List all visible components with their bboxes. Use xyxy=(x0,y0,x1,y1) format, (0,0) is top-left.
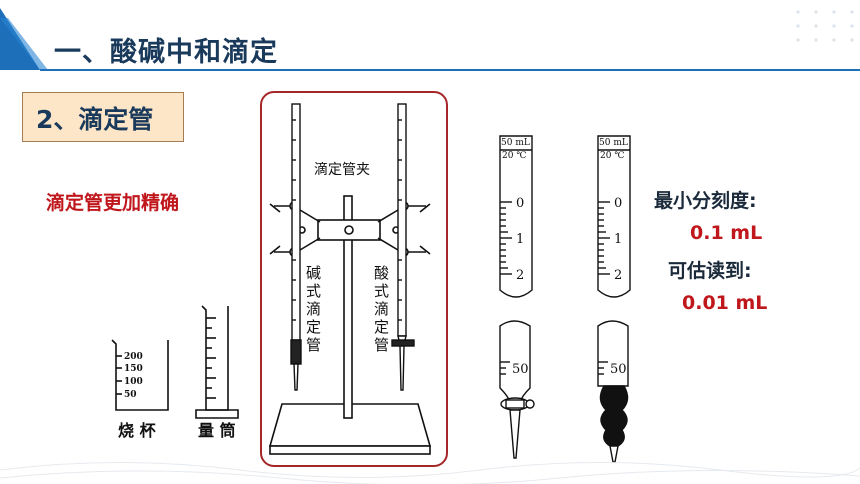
min-division-label: 最小分刻度: xyxy=(654,190,757,212)
burette-stand-illustration xyxy=(268,195,432,455)
graduated-cylinder-illustration xyxy=(195,305,239,419)
title-bar xyxy=(0,8,860,71)
burette-1-mark-1: 1 xyxy=(516,232,524,247)
acid-burette-char: 滴 xyxy=(374,300,389,318)
base-burette-label: 碱 式 滴 定 管 xyxy=(306,264,321,354)
burette-top-closeup-1 xyxy=(499,135,533,298)
base-burette-char: 定 xyxy=(306,318,321,336)
burette-2-mark-1: 1 xyxy=(614,232,622,247)
acid-burette-label: 酸 式 滴 定 管 xyxy=(374,264,389,354)
burette-clamp-label: 滴定管夹 xyxy=(314,161,370,178)
burette-stand-highlight-frame xyxy=(260,91,448,467)
acid-burette-char: 管 xyxy=(374,336,389,354)
beaker-illustration xyxy=(111,339,169,411)
base-burette-char: 管 xyxy=(306,336,321,354)
beaker-mark-50: 50 xyxy=(124,390,137,400)
acid-burette-bottom-closeup xyxy=(499,320,535,459)
acid-burette-char: 定 xyxy=(374,318,389,336)
burette-top-1-labels: 50 mL 20 ℃ 0 1 2 xyxy=(501,138,530,283)
burette-2-mark-0: 0 xyxy=(614,196,622,211)
min-division-value: 0.1 mL xyxy=(690,222,763,244)
acid-burette-char: 酸 xyxy=(374,264,389,282)
burette-1-mark-0: 0 xyxy=(516,196,524,211)
beaker-mark-150: 150 xyxy=(124,364,143,374)
acid-burette-char: 式 xyxy=(374,282,389,300)
base-burette-char: 滴 xyxy=(306,300,321,318)
beaker-mark-100: 100 xyxy=(124,377,143,387)
burette-top-closeup-2 xyxy=(597,135,631,298)
base-burette-bottom-closeup xyxy=(597,320,629,463)
burette-1-temp-label: 20 ℃ xyxy=(502,151,526,161)
base-burette-illustration xyxy=(290,103,302,391)
bottom-decoration xyxy=(0,462,860,484)
base-burette-char: 式 xyxy=(306,282,321,300)
beaker-label: 烧 杯 xyxy=(118,421,157,440)
base-bottom-mark-50: 50 xyxy=(610,362,627,377)
burette-2-temp-label: 20 ℃ xyxy=(600,151,624,161)
acid-bottom-mark-50: 50 xyxy=(512,362,529,377)
burette-2-volume-label: 50 mL xyxy=(599,138,628,148)
page-title: 一、酸碱中和滴定 xyxy=(54,37,278,68)
section-label-box xyxy=(22,92,184,142)
burette-top-2-labels: 50 mL 20 ℃ 0 1 2 xyxy=(599,138,628,283)
cylinder-label: 量 筒 xyxy=(198,421,236,440)
burette-2-mark-2: 2 xyxy=(614,268,622,283)
precision-note: 滴定管更加精确 xyxy=(46,192,180,214)
burette-1-mark-2: 2 xyxy=(516,268,524,283)
beaker-mark-200: 200 xyxy=(124,352,143,362)
base-burette-char: 碱 xyxy=(306,264,321,282)
estimate-label: 可估读到: xyxy=(668,260,752,282)
title-accent-stripe xyxy=(0,18,48,70)
section-label: 2、滴定管 xyxy=(36,105,154,134)
corner-dots-decoration xyxy=(796,10,854,42)
estimate-value: 0.01 mL xyxy=(682,292,768,314)
acid-burette-illustration xyxy=(391,103,415,391)
burette-1-volume-label: 50 mL xyxy=(501,138,530,148)
